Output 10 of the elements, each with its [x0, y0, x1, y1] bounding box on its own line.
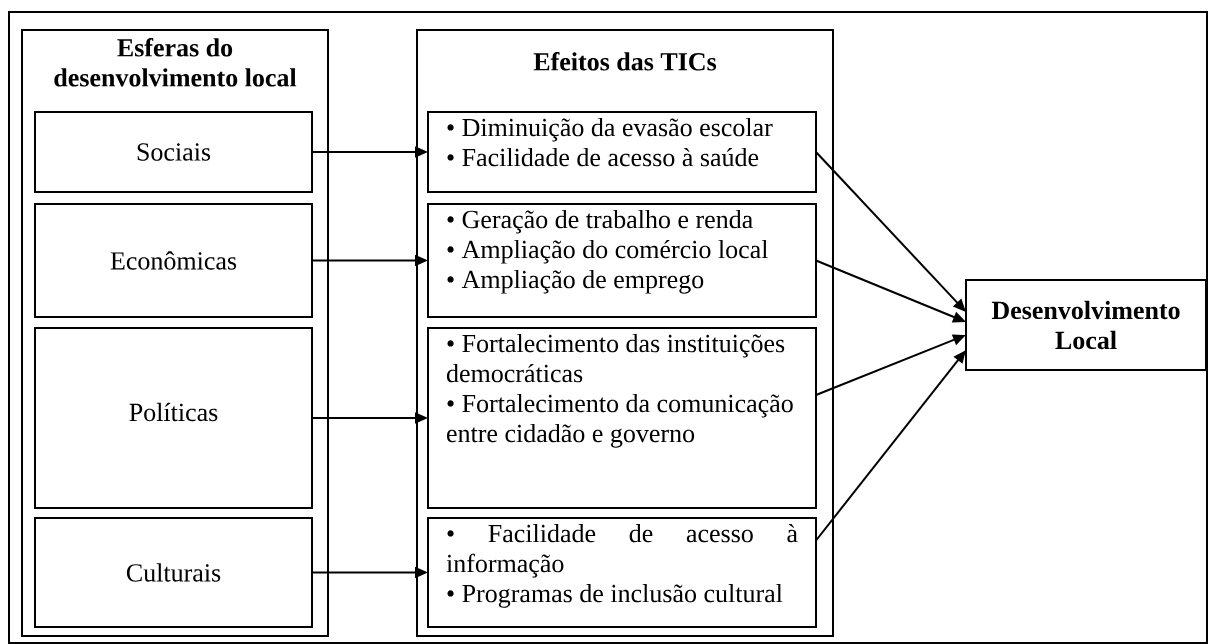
- category-box: Sociais: [34, 111, 313, 193]
- effects-box: • Fortalecimento das instituições democráticas • Fortalecimento da comunicação entre cidadão e governo: [427, 327, 817, 509]
- category-box: Políticas: [34, 327, 313, 509]
- effects-box: • Diminuição da evasão escolar • Facilidade de acesso à saúde: [427, 111, 817, 193]
- arrow: [815, 151, 966, 312]
- category-box: Culturais: [34, 517, 313, 628]
- category-box: Econômicas: [34, 203, 313, 318]
- effects-box: • Geração de trabalho e renda • Ampliação do comércio local • Ampliação de emprego: [427, 203, 817, 318]
- result-box: Desenvolvimento Local: [965, 279, 1207, 371]
- effects-box: • Facilidade de acesso à informação • Programas de inclusão cultural: [427, 517, 817, 628]
